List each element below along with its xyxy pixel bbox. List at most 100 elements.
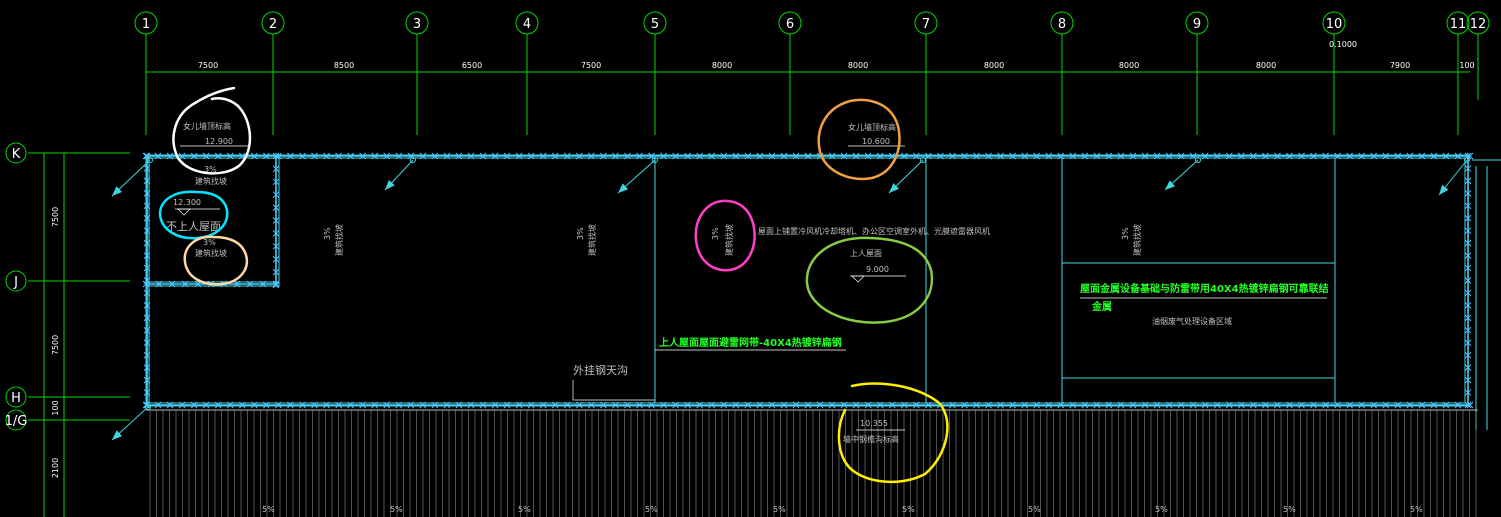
lightning-x bbox=[1262, 401, 1269, 409]
lightning-x bbox=[985, 401, 992, 409]
lightning-x bbox=[973, 401, 980, 409]
lightning-x bbox=[190, 401, 198, 409]
lightning-x bbox=[1033, 401, 1041, 409]
lightning-x bbox=[503, 152, 511, 160]
equipment-bonding-note: 屋面金属设备基础与防雷带用40X4热镀锌扁钢可靠联结 bbox=[1080, 282, 1329, 295]
lightning-x bbox=[792, 401, 800, 409]
equipment-bonding-note-2: 金属 bbox=[1091, 300, 1112, 313]
lightning-x bbox=[575, 401, 583, 409]
lightning-x bbox=[900, 401, 908, 409]
elev-9000: 9.000 bbox=[866, 265, 889, 274]
grid-bubble-6 bbox=[778, 11, 802, 35]
leader-lines bbox=[175, 145, 1327, 431]
lightning-x bbox=[1442, 401, 1450, 409]
lightning-x bbox=[455, 401, 463, 409]
lightning-x bbox=[1189, 152, 1197, 160]
drain-arrow-head bbox=[1165, 180, 1176, 190]
lightning-x bbox=[226, 401, 234, 409]
grid-label-9: 9 bbox=[1193, 17, 1201, 32]
left-dim-3: 100 bbox=[51, 400, 60, 415]
lightning-x bbox=[143, 364, 151, 372]
lightning-x bbox=[1057, 152, 1065, 160]
elev-10355: 10.355 bbox=[860, 419, 888, 428]
drain-point bbox=[1464, 157, 1470, 163]
lightning-x bbox=[287, 152, 294, 160]
lightning-x bbox=[1081, 152, 1089, 160]
lightning-x bbox=[214, 401, 222, 409]
lightning-x bbox=[1141, 401, 1149, 409]
grid-label-h-2: H bbox=[11, 391, 21, 406]
lightning-x bbox=[973, 152, 980, 160]
slope-top-left: 3% bbox=[204, 165, 217, 174]
lightning-x bbox=[1464, 252, 1472, 259]
grid-bubble-12 bbox=[1466, 11, 1490, 35]
lightning-x bbox=[1358, 401, 1366, 409]
lightning-x bbox=[272, 178, 280, 186]
lightning-x bbox=[1334, 401, 1341, 409]
grid-bubble-1 bbox=[134, 11, 158, 35]
lightning-x bbox=[178, 152, 186, 160]
grid-bubble-10 bbox=[1322, 11, 1346, 35]
lightning-x bbox=[1298, 152, 1305, 160]
lightning-x bbox=[272, 204, 280, 211]
lightning-x bbox=[636, 152, 643, 160]
bottom-slope-label: 5% bbox=[390, 505, 403, 514]
dim-3: 6500 bbox=[462, 61, 482, 70]
lightning-x bbox=[720, 152, 728, 160]
lightning-x bbox=[143, 351, 151, 359]
left-dim-1: 7500 bbox=[51, 207, 60, 227]
bottom-slope-label: 5% bbox=[902, 505, 915, 514]
lightning-x bbox=[515, 401, 523, 409]
grid-label-6: 6 bbox=[786, 17, 794, 32]
lightning-x bbox=[828, 401, 836, 409]
bottom-slope-label: 5% bbox=[1028, 505, 1041, 514]
bottom-slope-labels: 5%5%5%5%5%5%5%5%5%5% bbox=[262, 505, 1423, 514]
lightning-x bbox=[263, 152, 270, 160]
grid-bubble-8 bbox=[1050, 11, 1074, 35]
lightning-x bbox=[1177, 401, 1185, 409]
bottom-slope-label: 5% bbox=[1283, 505, 1296, 514]
lightning-x bbox=[272, 280, 280, 288]
lightning-x bbox=[1045, 152, 1053, 160]
lightning-x bbox=[1464, 364, 1472, 372]
slope-vtext-2: 建筑找坡 bbox=[587, 224, 597, 256]
lightning-x bbox=[1189, 401, 1197, 409]
bottom-slope-label: 5% bbox=[518, 505, 531, 514]
slope-v-1: 3% bbox=[323, 227, 332, 240]
lightning-x bbox=[1141, 152, 1149, 160]
drain-arrow-head bbox=[385, 179, 395, 190]
dim-10: 7900 bbox=[1390, 61, 1410, 70]
lightning-x bbox=[997, 152, 1004, 160]
lightning-x bbox=[1093, 152, 1101, 160]
lightning-x bbox=[347, 401, 354, 409]
lightning-x bbox=[263, 401, 270, 409]
grid-label-3: 3 bbox=[413, 17, 421, 32]
grid-label-11: 11 bbox=[1450, 17, 1467, 32]
drain-arrow-head bbox=[112, 186, 123, 196]
lightning-x bbox=[804, 152, 812, 160]
lightning-x bbox=[154, 152, 162, 160]
lightning-x bbox=[1464, 202, 1472, 210]
lightning-x bbox=[1262, 152, 1269, 160]
lightning-x bbox=[527, 401, 535, 409]
lightning-x bbox=[708, 401, 716, 409]
lightning-x bbox=[214, 152, 222, 160]
lightning-x bbox=[1464, 264, 1472, 272]
lightning-x bbox=[539, 401, 547, 409]
lightning-x bbox=[272, 191, 280, 199]
lightning-x bbox=[600, 152, 607, 160]
lightning-x bbox=[587, 152, 595, 160]
lightning-x bbox=[287, 401, 294, 409]
lightning-x bbox=[1334, 152, 1341, 160]
lightning-x bbox=[744, 401, 752, 409]
slope-v-3: 3% bbox=[711, 227, 720, 240]
annotations: 女儿墙顶标高 12.900 3% 建筑找坡 12.300 不上人屋面 3% 建筑… bbox=[166, 121, 1329, 444]
lightning-x bbox=[1274, 401, 1281, 409]
lightning-x bbox=[1464, 289, 1472, 297]
lightning-x bbox=[1045, 401, 1053, 409]
lightning-x bbox=[1213, 401, 1221, 409]
elev-12300: 12.300 bbox=[173, 198, 201, 207]
grid-bubble-9 bbox=[1185, 11, 1209, 35]
lightning-x bbox=[1129, 152, 1137, 160]
